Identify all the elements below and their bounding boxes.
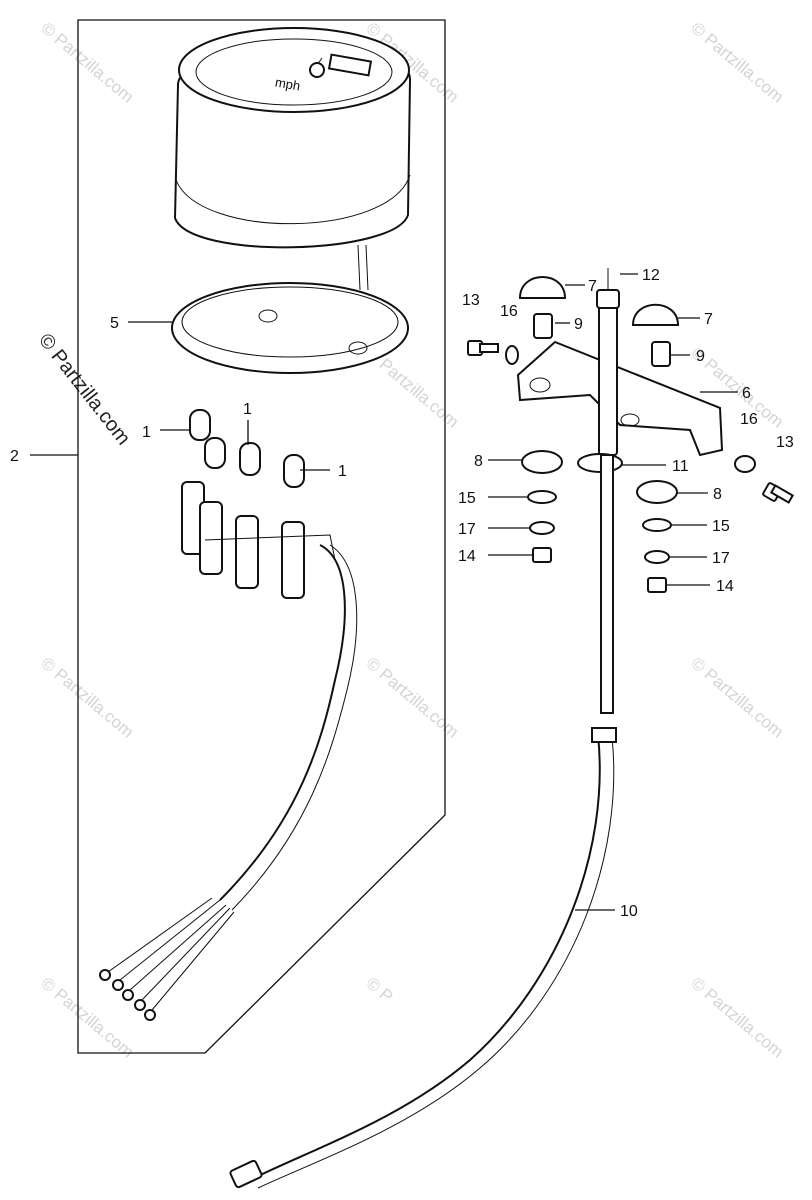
callout-13: 13 <box>462 292 480 309</box>
callout-5: 5 <box>110 315 119 332</box>
callout-14: 14 <box>458 548 476 565</box>
callout-8: 8 <box>474 453 483 470</box>
callout-12: 12 <box>642 267 660 284</box>
callout-16: 16 <box>740 411 758 428</box>
callout-6: 6 <box>742 385 751 402</box>
callout-1: 1 <box>142 424 151 441</box>
callout-17: 17 <box>712 550 730 567</box>
gauge-unit-label: mph <box>274 74 302 93</box>
watermark: © Partzilla.com <box>37 654 137 742</box>
callout-10: 10 <box>620 903 638 920</box>
bulbs <box>189 409 305 488</box>
leader-lines <box>30 273 738 911</box>
speedometer-housing: mph <box>173 27 412 291</box>
callouts: 1 1 1 2 5 6 7 7 8 8 9 9 10 11 12 13 13 1… <box>10 267 794 920</box>
watermark: © Partzilla.com <box>687 19 787 107</box>
callout-1: 1 <box>243 401 252 418</box>
trim-ring <box>171 282 409 374</box>
callout-13: 13 <box>776 434 794 451</box>
watermark: © Partzilla.com <box>687 654 787 742</box>
watermark: © Partzilla.com <box>37 19 137 107</box>
callout-11: 11 <box>672 458 689 475</box>
callout-16: 16 <box>500 303 518 320</box>
wiring-harness <box>99 544 358 1021</box>
side-watermark: © Partzilla.com <box>34 330 134 450</box>
callout-8: 8 <box>713 486 722 503</box>
watermark: © Partzilla.com <box>687 974 787 1062</box>
callout-2: 2 <box>10 448 19 465</box>
callout-15: 15 <box>712 518 730 535</box>
speedometer-cable <box>229 268 623 1189</box>
callout-15: 15 <box>458 490 476 507</box>
callout-1: 1 <box>338 463 347 480</box>
callout-7: 7 <box>704 311 713 328</box>
callout-9: 9 <box>696 348 705 365</box>
callout-7: 7 <box>588 278 597 295</box>
mounting-hardware <box>467 276 795 593</box>
assembly-outline <box>77 19 446 1054</box>
callout-14: 14 <box>716 578 734 595</box>
bulb-sockets <box>181 481 336 599</box>
watermark: © Partzilla.com <box>362 654 462 742</box>
callout-9: 9 <box>574 316 583 333</box>
callout-17: 17 <box>458 521 476 538</box>
watermarks: © Partzilla.com © Partzilla.com © Partzi… <box>34 19 787 1062</box>
